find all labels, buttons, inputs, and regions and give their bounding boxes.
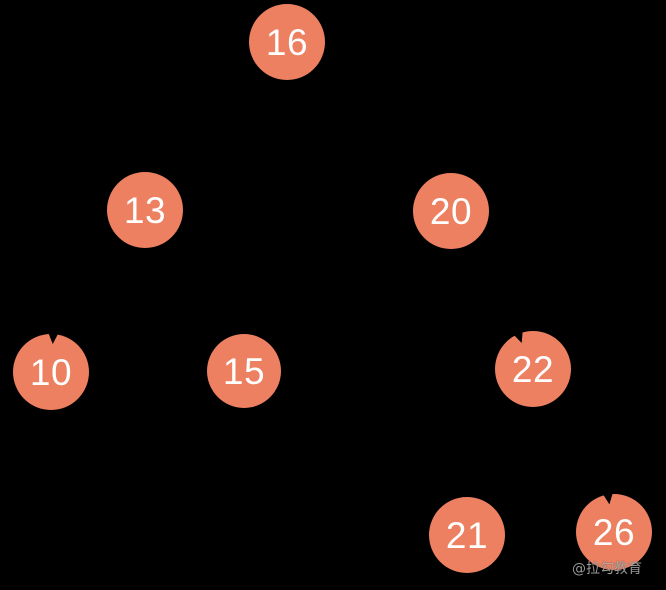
watermark: @拉勾教育 [572,561,642,577]
tree-node-label: 22 [511,348,555,390]
tree-node-label: 10 [29,351,73,393]
tree-node-16[interactable]: 16 [249,4,325,80]
tree-node-label: 15 [222,350,266,392]
tree-node-label: 21 [445,514,489,556]
tree-node-10[interactable]: 10 [13,332,89,410]
tree-node-label: 16 [265,21,309,63]
tree-node-15[interactable]: 15 [207,334,281,408]
tree-node-26[interactable]: 26 [576,492,652,570]
tree-node-label: 20 [429,190,473,232]
tree-node-label: 26 [592,511,636,553]
edge-arrowhead-notch [602,492,615,506]
tree-node-22[interactable]: 22 [495,330,571,407]
tree-node-20[interactable]: 20 [413,173,489,249]
edge-arrowhead-notch [47,332,59,345]
edge-arrowhead-notch [513,330,527,345]
tree-node-21[interactable]: 21 [429,497,505,573]
tree-node-label: 13 [123,189,167,231]
tree-node-13[interactable]: 13 [107,172,183,248]
